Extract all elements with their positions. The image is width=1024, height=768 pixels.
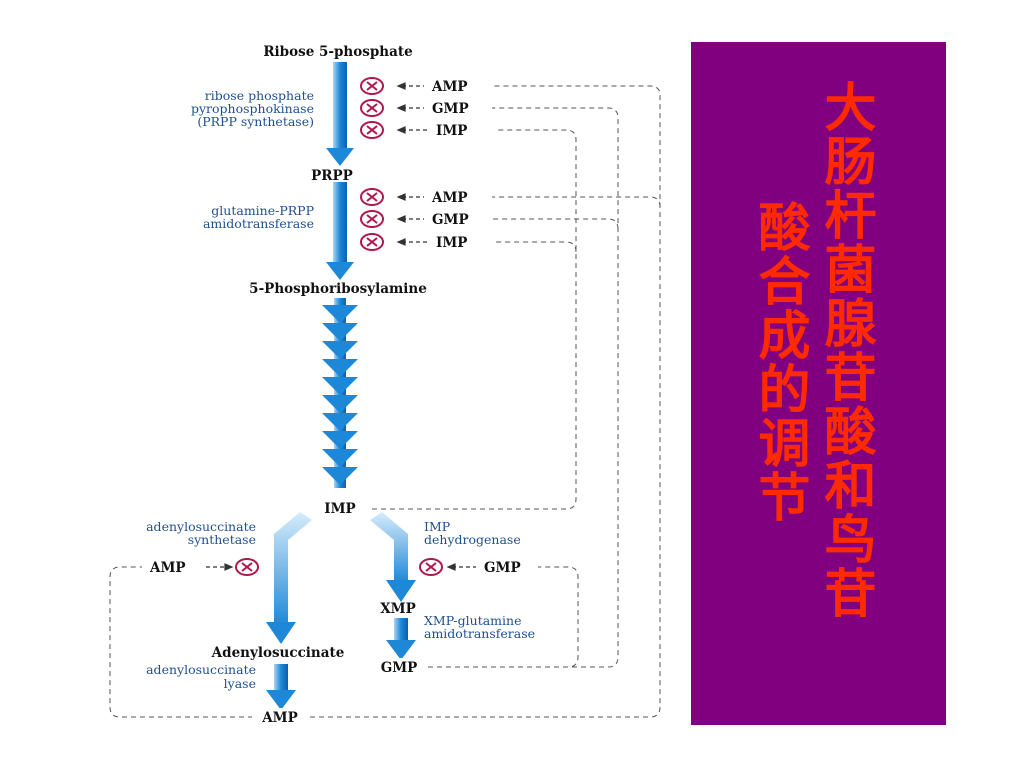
enzyme-amidotransferase: glutamine-PRPP amidotransferase — [203, 203, 314, 231]
regulator-amp: AMP — [431, 190, 468, 206]
dashed-arrow-left-icon — [206, 82, 476, 571]
svg-text:amidotransferase: amidotransferase — [424, 626, 535, 641]
node-prpp: PRPP — [311, 168, 353, 184]
title-line-2: 酸合成的调节 — [749, 200, 809, 524]
arrow-adenylosuccinate-to-amp — [266, 664, 296, 710]
node-adenylosuccinate: Adenylosuccinate — [211, 645, 345, 661]
node-xmp: XMP — [380, 601, 416, 617]
regulators-step2: AMP GMP IMP — [431, 190, 469, 251]
svg-text:pyrophosphokinase: pyrophosphokinase — [191, 101, 314, 116]
svg-text:(PRPP synthetase): (PRPP synthetase) — [197, 114, 314, 129]
arrow-multistep-to-imp — [322, 298, 358, 488]
regulator-imp: IMP — [436, 123, 467, 139]
regulator-right-gmp: GMP — [484, 560, 521, 576]
regulator-gmp: GMP — [432, 101, 469, 117]
circled-x-icon — [235, 77, 443, 576]
enzyme-adenylosuccinate-synthetase: adenylosuccinate synthetase — [146, 519, 256, 547]
regulator-amp: AMP — [431, 79, 468, 95]
svg-text:IMP: IMP — [424, 519, 450, 534]
title-panel: 大肠杆菌腺苷酸和鸟苷 酸合成的调节 — [691, 42, 946, 725]
regulator-imp: IMP — [436, 235, 467, 251]
node-ribose-5-phosphate: Ribose 5-phosphate — [263, 44, 412, 60]
regulators-step1: AMP GMP IMP — [431, 79, 469, 139]
svg-text:ribose phosphate: ribose phosphate — [205, 88, 314, 103]
enzyme-imp-dehydrogenase: IMP dehydrogenase — [424, 519, 521, 547]
svg-text:synthetase: synthetase — [188, 532, 256, 547]
node-5-phosphoribosylamine: 5-Phosphoribosylamine — [249, 281, 427, 297]
feedback-lines — [109, 85, 661, 718]
node-amp: AMP — [261, 710, 298, 726]
svg-text:lyase: lyase — [224, 676, 256, 691]
svg-text:glutamine-PRPP: glutamine-PRPP — [211, 203, 314, 218]
regulator-left-amp: AMP — [149, 560, 186, 576]
arrow-r5p-to-prpp — [326, 62, 354, 166]
svg-text:adenylosuccinate: adenylosuccinate — [146, 662, 256, 677]
arrow-imp-to-adenylosuccinate — [266, 512, 312, 644]
enzyme-adenylosuccinate-lyase: adenylosuccinate lyase — [146, 662, 256, 691]
title-line-1: 大肠杆菌腺苷酸和鸟苷 — [815, 80, 875, 620]
arrow-xmp-to-gmp — [386, 618, 416, 660]
arrow-imp-to-xmp — [370, 512, 416, 602]
node-gmp: GMP — [381, 660, 418, 676]
regulator-gmp: GMP — [432, 212, 469, 228]
arrow-prpp-to-pra — [326, 182, 354, 280]
svg-text:XMP-glutamine: XMP-glutamine — [424, 613, 521, 628]
node-imp: IMP — [324, 501, 355, 517]
svg-text:dehydrogenase: dehydrogenase — [424, 532, 521, 547]
enzyme-prpp-synthetase: ribose phosphate pyrophosphokinase (PRPP… — [191, 88, 314, 129]
svg-text:adenylosuccinate: adenylosuccinate — [146, 519, 256, 534]
enzyme-xmp-glutamine-amidotransferase: XMP-glutamine amidotransferase — [424, 613, 535, 641]
svg-text:amidotransferase: amidotransferase — [203, 216, 314, 231]
